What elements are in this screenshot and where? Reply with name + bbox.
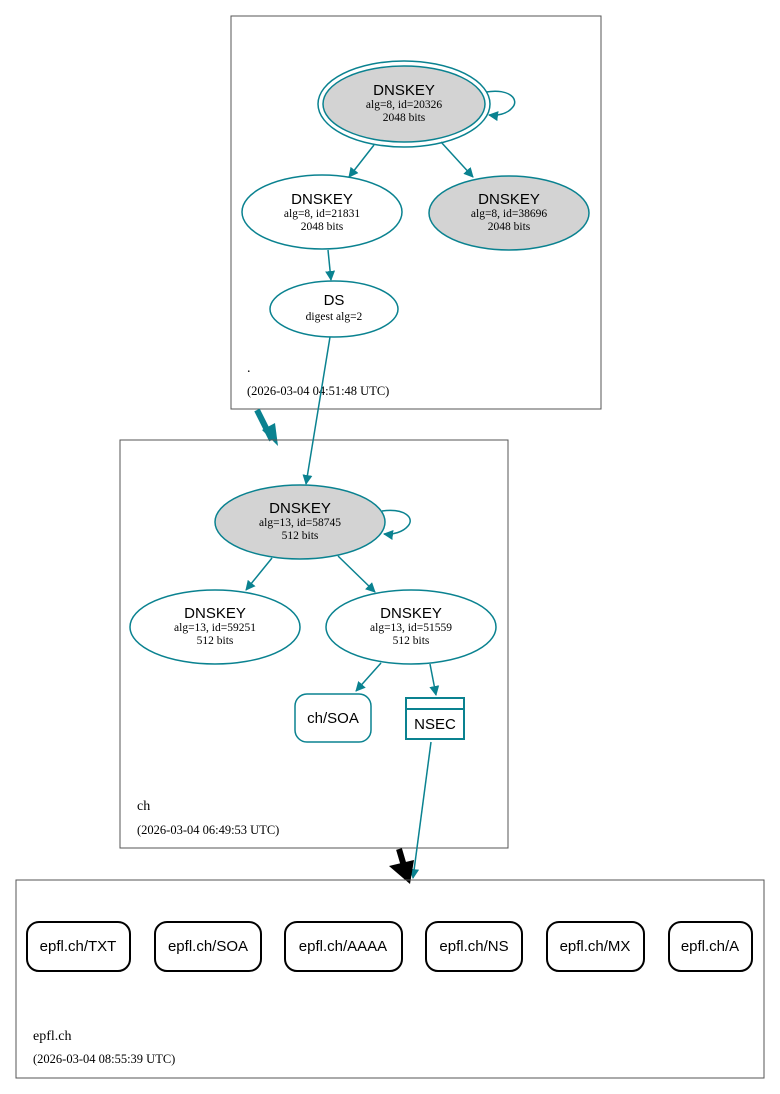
root-zsk1-node[interactable]: DNSKEY alg=8, id=21831 2048 bits	[241, 174, 403, 250]
zone-epfl-timestamp: (2026-03-04 08:55:39 UTC)	[33, 1052, 175, 1066]
epfl-record-soa[interactable]: epfl.ch/SOA	[154, 921, 262, 972]
node-detail: alg=8, id=38696	[471, 208, 547, 220]
delegation-ch-to-epfl-arrow	[389, 860, 414, 884]
record-label: epfl.ch/TXT	[40, 938, 117, 955]
record-label: epfl.ch/MX	[560, 938, 631, 955]
node-detail: alg=13, id=58745	[259, 517, 341, 529]
node-title: DS	[324, 292, 345, 309]
node-detail: digest alg=2	[306, 311, 363, 323]
zone-epfl-box	[15, 879, 765, 1079]
node-detail: 2048 bits	[383, 112, 426, 124]
epfl-record-mx[interactable]: epfl.ch/MX	[546, 921, 645, 972]
zone-ch-timestamp: (2026-03-04 06:49:53 UTC)	[137, 823, 279, 837]
edge-ch-zsk2-to-nsec	[429, 663, 440, 696]
node-detail: 512 bits	[282, 530, 319, 542]
epfl-record-a[interactable]: epfl.ch/A	[668, 921, 753, 972]
record-label: epfl.ch/NS	[439, 938, 508, 955]
zone-ch-box	[119, 439, 509, 849]
node-title: ch/SOA	[307, 710, 359, 727]
ch-zsk2-node[interactable]: DNSKEY alg=13, id=51559 512 bits	[325, 589, 497, 665]
ch-zsk1-node[interactable]: DNSKEY alg=13, id=59251 512 bits	[129, 589, 301, 665]
edge-zsk1-to-ds	[325, 249, 336, 281]
node-detail: alg=8, id=20326	[366, 99, 442, 111]
node-title: DNSKEY	[373, 82, 435, 99]
node-detail: alg=8, id=21831	[284, 208, 360, 220]
zone-root-name: .	[247, 361, 251, 376]
edge-ch-ksk-to-zsk2	[337, 555, 376, 593]
zone-epfl-name: epfl.ch	[33, 1029, 71, 1044]
edge-root-ksk-to-zsk2	[440, 141, 474, 178]
record-label: epfl.ch/SOA	[168, 938, 248, 955]
ch-soa-node[interactable]: ch/SOA	[294, 693, 372, 743]
node-title: DNSKEY	[269, 500, 331, 517]
epfl-record-ns[interactable]: epfl.ch/NS	[425, 921, 523, 972]
node-detail: 2048 bits	[301, 221, 344, 233]
ch-ksk-node[interactable]: DNSKEY alg=13, id=58745 512 bits	[214, 484, 386, 560]
zone-root-box	[230, 15, 602, 410]
node-detail: alg=13, id=59251	[174, 622, 256, 634]
zone-ch: ch (2026-03-04 06:49:53 UTC)	[119, 439, 509, 849]
node-detail: alg=13, id=51559	[370, 622, 452, 634]
zone-root-timestamp: (2026-03-04 04:51:48 UTC)	[247, 384, 389, 398]
edge-ch-ksk-self	[381, 509, 411, 540]
node-detail: 512 bits	[197, 635, 234, 647]
edge-ds-to-ch-ksk	[302, 336, 331, 485]
epfl-record-txt[interactable]: epfl.ch/TXT	[26, 921, 131, 972]
record-label: epfl.ch/AAAA	[299, 938, 387, 955]
root-ksk-node[interactable]: DNSKEY alg=8, id=20326 2048 bits	[317, 60, 491, 148]
edge-root-ksk-self	[485, 90, 516, 122]
node-detail: 512 bits	[393, 635, 430, 647]
edge-ch-zsk2-to-soa	[355, 662, 382, 692]
node-title: DNSKEY	[184, 605, 246, 622]
node-title: NSEC	[414, 716, 456, 733]
ch-ds-node[interactable]: DS digest alg=2	[269, 280, 399, 338]
node-title: DNSKEY	[478, 191, 540, 208]
node-title: DNSKEY	[291, 191, 353, 208]
edge-ch-ksk-to-zsk1	[245, 557, 273, 591]
zone-root: . (2026-03-04 04:51:48 UTC)	[230, 15, 602, 410]
edge-nsec-to-epfl	[409, 741, 432, 879]
zone-epfl: epfl.ch (2026-03-04 08:55:39 UTC)	[15, 879, 765, 1079]
node-detail: 2048 bits	[488, 221, 531, 233]
zone-ch-name: ch	[137, 799, 150, 814]
node-title: DNSKEY	[380, 605, 442, 622]
root-zsk2-node[interactable]: DNSKEY alg=8, id=38696 2048 bits	[428, 175, 590, 251]
ch-nsec-node[interactable]: NSEC	[405, 697, 465, 740]
epfl-record-aaaa[interactable]: epfl.ch/AAAA	[284, 921, 403, 972]
edge-root-ksk-to-zsk1	[348, 144, 375, 178]
record-label: epfl.ch/A	[681, 938, 739, 955]
